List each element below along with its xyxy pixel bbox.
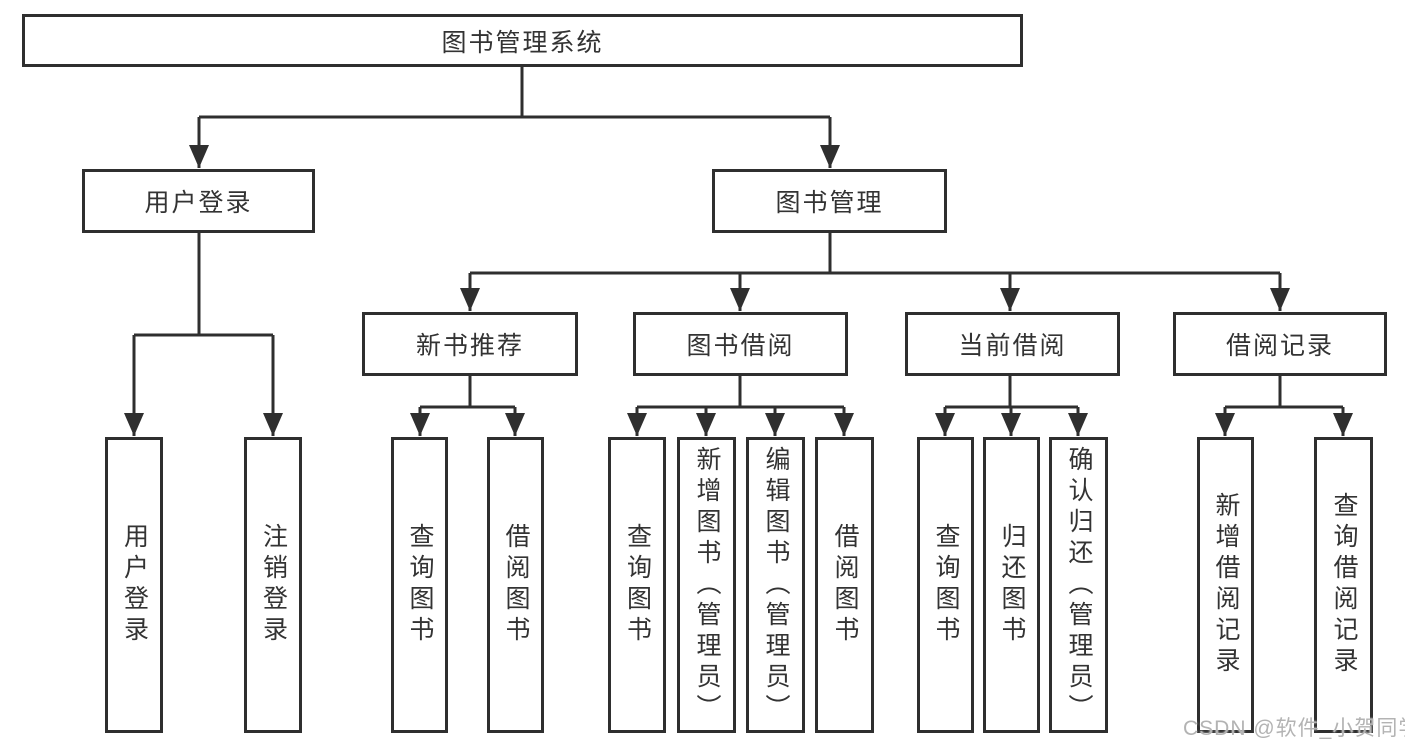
connector-book-management-group	[470, 233, 1280, 275]
leaf-label: 借阅图书	[502, 523, 530, 647]
leaf-borrow-query-books: 查询图书	[608, 437, 666, 733]
leaf-current-confirm-return-admin: 确认归还（管理员）	[1049, 437, 1108, 733]
connector-newbook-group	[420, 376, 515, 409]
leaf-label: 归还图书	[998, 523, 1026, 647]
leaf-label: 确认归还（管理员）	[1065, 445, 1093, 725]
node-current-borrowing-label: 当前借阅	[958, 332, 1067, 360]
leaf-label: 新增图书（管理员）	[693, 445, 721, 725]
leaf-records-add-borrow-record: 新增借阅记录	[1197, 437, 1254, 733]
leaf-records-query-borrow-record: 查询借阅记录	[1314, 437, 1373, 733]
connector-current-group	[945, 376, 1078, 409]
node-new-book-recommend-label: 新书推荐	[415, 332, 524, 360]
leaf-label: 借阅图书	[831, 523, 859, 647]
leaf-label: 查询借阅记录	[1330, 492, 1358, 678]
node-new-book-recommend: 新书推荐	[362, 312, 578, 376]
node-book-borrowing: 图书借阅	[633, 312, 848, 376]
node-root-label: 图书管理系统	[441, 28, 604, 57]
leaf-current-return-books: 归还图书	[983, 437, 1040, 733]
leaf-borrow-borrow-books: 借阅图书	[815, 437, 874, 733]
leaf-label: 用户登录	[120, 523, 149, 647]
node-user-login-label: 用户登录	[144, 189, 253, 217]
connector-user-login-group	[134, 233, 273, 337]
leaf-borrow-edit-books-admin: 编辑图书（管理员）	[746, 437, 805, 733]
leaf-newbook-borrow-books: 借阅图书	[487, 437, 544, 733]
csdn-watermark: CSDN @软件_小贺同学	[1183, 717, 1405, 740]
connector-borrow-group	[637, 376, 844, 409]
leaf-newbook-query-books: 查询图书	[391, 437, 448, 733]
node-borrowing-records: 借阅记录	[1173, 312, 1387, 376]
node-book-management: 图书管理	[712, 169, 947, 233]
leaf-label: 新增借阅记录	[1212, 492, 1240, 678]
node-root: 图书管理系统	[22, 14, 1023, 67]
node-book-borrowing-label: 图书借阅	[686, 332, 795, 360]
node-book-management-label: 图书管理	[775, 189, 884, 217]
leaf-label: 查询图书	[932, 523, 960, 647]
leaf-current-query-books: 查询图书	[917, 437, 974, 733]
leaf-label: 编辑图书（管理员）	[762, 445, 790, 725]
leaf-borrow-add-books-admin: 新增图书（管理员）	[677, 437, 736, 733]
leaf-logout: 注销登录	[244, 437, 302, 733]
node-current-borrowing: 当前借阅	[905, 312, 1120, 376]
connector-root-to-level2	[199, 67, 830, 119]
node-borrowing-records-label: 借阅记录	[1225, 332, 1334, 360]
leaf-label: 查询图书	[623, 523, 652, 647]
leaf-label: 注销登录	[259, 523, 288, 647]
leaf-user-login: 用户登录	[105, 437, 163, 733]
node-user-login: 用户登录	[82, 169, 315, 233]
leaf-label: 查询图书	[406, 523, 434, 647]
connector-records-group	[1225, 376, 1343, 409]
